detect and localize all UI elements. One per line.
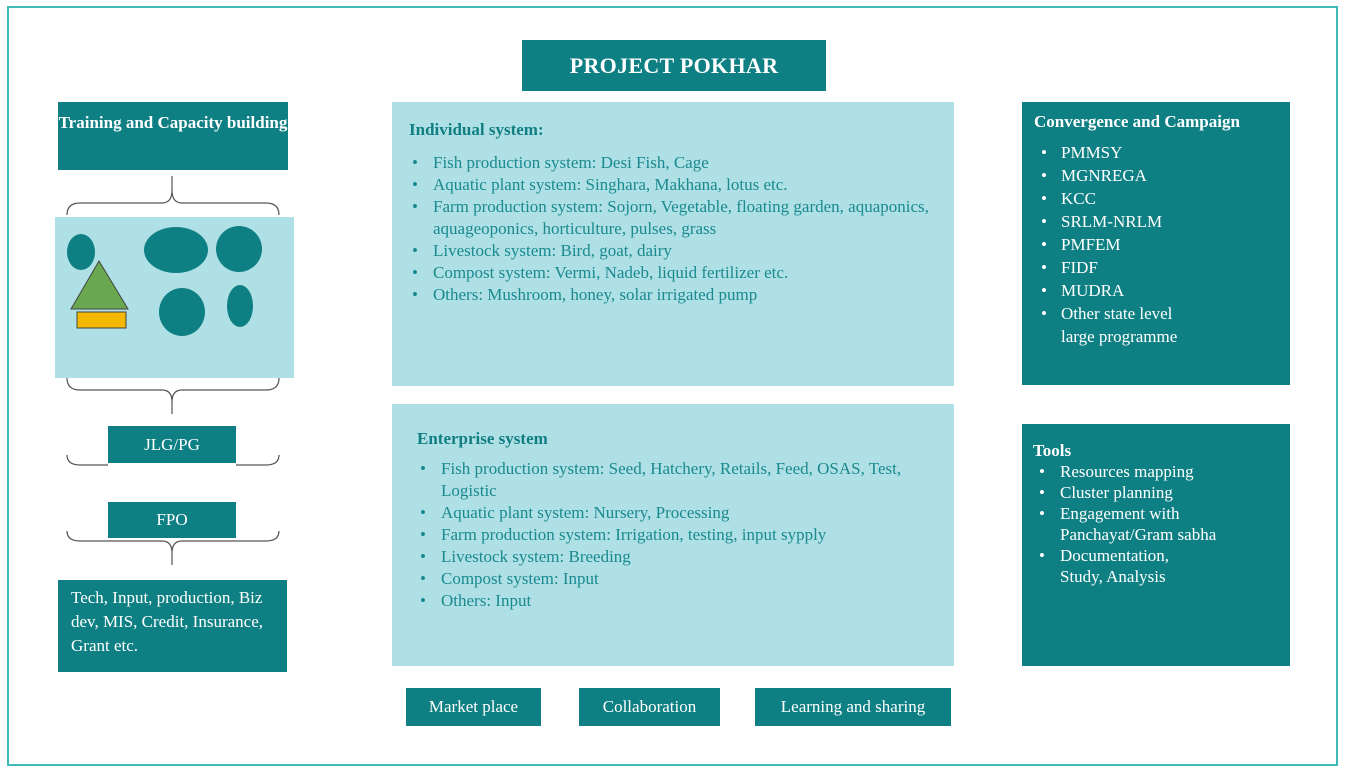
round-oval-shape	[216, 226, 262, 272]
services-box: Tech, Input, production, Biz dev, MIS, C…	[58, 580, 287, 672]
convergence-heading: Convergence and Campaign	[1034, 112, 1240, 131]
enterprise-heading: Enterprise system	[417, 429, 548, 448]
convergence-item: PMFEM	[1034, 233, 1290, 256]
tools-panel: Tools Resources mapping Cluster planning…	[1022, 424, 1290, 666]
convergence-item: PMMSY	[1034, 141, 1290, 164]
tools-heading: Tools	[1033, 441, 1072, 460]
enterprise-item: Others: Input	[417, 590, 954, 612]
pond-illustration	[55, 217, 294, 378]
convergence-item: KCC	[1034, 187, 1290, 210]
tools-item: Documentation, Study, Analysis	[1033, 545, 1210, 587]
collaboration-box: Collaboration	[579, 688, 720, 726]
green-triangle-shape	[70, 260, 129, 310]
individual-item: Others: Mushroom, honey, solar irrigated…	[409, 284, 954, 306]
convergence-item: Other state level large programme	[1034, 302, 1191, 348]
market-place-box: Market place	[406, 688, 541, 726]
brace-top	[66, 176, 280, 216]
individual-item: Fish production system: Desi Fish, Cage	[409, 152, 954, 174]
convergence-item: SRLM-NRLM	[1034, 210, 1290, 233]
fpo-box: FPO	[108, 502, 236, 538]
brace-below-illustration	[66, 377, 280, 414]
large-oval-shape	[144, 227, 208, 273]
convergence-item: MUDRA	[1034, 279, 1290, 302]
enterprise-item: Farm production system: Irrigation, test…	[417, 524, 954, 546]
tools-item: Cluster planning	[1033, 482, 1248, 503]
individual-item: Compost system: Vermi, Nadeb, liquid fer…	[409, 262, 954, 284]
brace-jlg	[66, 454, 280, 466]
enterprise-item: Compost system: Input	[417, 568, 954, 590]
enterprise-item: Aquatic plant system: Nursery, Processin…	[417, 502, 954, 524]
tools-item: Resources mapping	[1033, 461, 1248, 482]
enterprise-item: Fish production system: Seed, Hatchery, …	[417, 458, 954, 502]
convergence-panel: Convergence and Campaign PMMSY MGNREGA K…	[1022, 102, 1290, 385]
tools-item: Engagement with Panchayat/Gram sabha	[1033, 503, 1248, 545]
jlg-pg-box: JLG/PG	[108, 426, 236, 463]
mid-oval-shape	[159, 288, 205, 336]
page-title: PROJECT POKHAR	[522, 40, 826, 91]
enterprise-system-panel: Enterprise system Fish production system…	[392, 404, 954, 666]
learning-sharing-box: Learning and sharing	[755, 688, 951, 726]
enterprise-item: Livestock system: Breeding	[417, 546, 954, 568]
narrow-oval-shape	[227, 285, 253, 327]
convergence-item: MGNREGA	[1034, 164, 1290, 187]
small-oval-shape	[67, 234, 95, 270]
individual-heading: Individual system:	[409, 120, 544, 139]
individual-item: Aquatic plant system: Singhara, Makhana,…	[409, 174, 954, 196]
pond-shapes	[67, 226, 262, 336]
individual-item: Farm production system: Sojorn, Vegetabl…	[409, 196, 954, 240]
individual-system-panel: Individual system: Fish production syste…	[392, 102, 954, 386]
training-box: Training and Capacity building	[58, 102, 288, 170]
convergence-item: FIDF	[1034, 256, 1290, 279]
brace-fpo	[66, 530, 280, 565]
individual-item: Livestock system: Bird, goat, dairy	[409, 240, 954, 262]
yellow-rect-shape	[76, 311, 127, 329]
